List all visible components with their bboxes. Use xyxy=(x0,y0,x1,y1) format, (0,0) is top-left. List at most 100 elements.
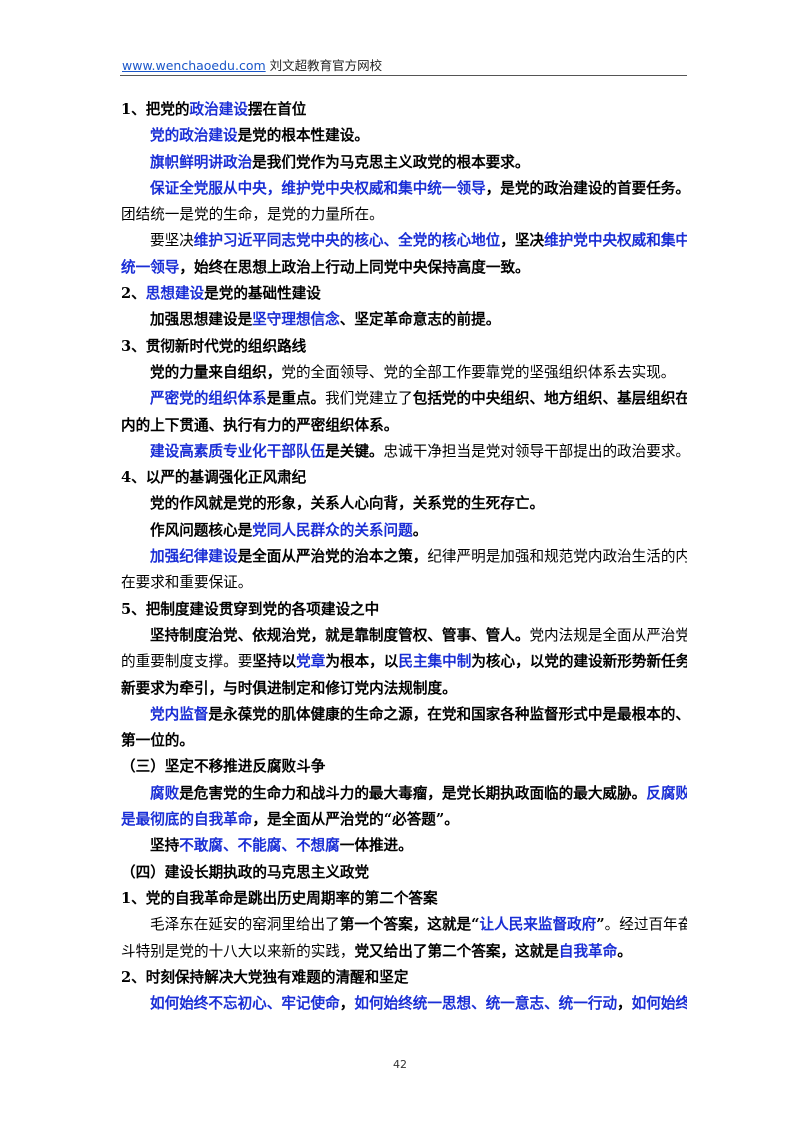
text-segment: 1、党的自我革命是跳出历史周期率的第二个答案 xyxy=(121,889,438,907)
highlight-text: 党同人民群众的关系问题 xyxy=(252,521,413,539)
highlight-text: 如何始终不忘初心、牢记使命 xyxy=(150,995,340,1013)
text-segment: ，是党的政治建设的首要任务。 xyxy=(485,179,687,197)
highlight-text: 反腐败 xyxy=(646,784,687,802)
text-segment: （四）建设长期执政的马克思主义政党 xyxy=(121,863,370,881)
text-segment: 党的全面领导、党的全部工作要靠党的坚强组织体系去实现。 xyxy=(281,363,676,381)
text-segment: 3、贯彻新时代党的组织路线 xyxy=(121,337,307,355)
text-segment: 坚持制度治党、依规治党，就是靠制度管权、管事、管人。 xyxy=(150,626,530,644)
text-segment: 包括党的中央组织、地方组织、基层组织在 xyxy=(412,390,687,408)
text-segment: 第一位的。 xyxy=(121,732,194,750)
text-segment: 忠诚干净担当是党对领导干部提出的政治要求。 xyxy=(383,442,687,460)
text-segment: 是党的根本性建设。 xyxy=(237,127,369,145)
highlight-text: 党的政治建设 xyxy=(150,127,238,145)
highlight-text: 党章 xyxy=(296,653,326,671)
text-segment: 党内法规是全面从严治党 xyxy=(529,626,687,644)
text-segment: 党的作风就是党的形象，关系人心向背，关系党的生死存亡。 xyxy=(150,495,545,513)
highlight-text: 坚守理想信念 xyxy=(252,311,340,329)
text-line: 严密党的组织体系是重点。我们党建立了包括党的中央组织、地方组织、基层组织在 xyxy=(121,386,687,412)
text-segment: 是党的基础性建设 xyxy=(204,285,321,303)
highlight-text: 统一领导 xyxy=(121,258,180,276)
text-segment: 为核心，以党的建设新形势新任务 xyxy=(471,653,687,671)
text-line: 保证全党服从中央，维护党中央权威和集中统一领导，是党的政治建设的首要任务。 xyxy=(121,176,687,202)
highlight-text: 自我革命 xyxy=(558,942,618,960)
text-segment: ” xyxy=(596,916,605,934)
text-line: 1、党的自我革命是跳出历史周期率的第二个答案 xyxy=(121,886,687,912)
text-segment: 团结统一是党的生命，是党的力量所在。 xyxy=(121,206,384,224)
text-segment: 4、以严的基调强化正风肃纪 xyxy=(121,469,307,487)
text-segment: ，坚决 xyxy=(500,232,545,250)
highlight-text: 让人民来监督政府 xyxy=(479,916,597,934)
text-line: 建设高素质专业化干部队伍是关键。忠诚干净担当是党对领导干部提出的政治要求。 xyxy=(121,439,687,465)
highlight-text: 思想建设 xyxy=(145,285,205,303)
text-line: 毛泽东在延安的窑洞里给出了第一个答案，这就是“让人民来监督政府”。经过百年奋 xyxy=(121,912,687,938)
text-segment: 1、把党的 xyxy=(121,101,190,118)
highlight-text: 是最彻底的自我革命 xyxy=(121,811,253,829)
text-segment: ， xyxy=(617,995,632,1013)
text-segment: 是危害党的生命力和战斗力的最大毒瘤，是党长期执政面临的最大威胁。 xyxy=(179,784,647,802)
site-name: 刘文超教育官方网校 xyxy=(269,58,383,73)
text-segment: 斗特别是党的十八大以来新的实践， xyxy=(121,942,355,960)
text-line: 5、把制度建设贯穿到党的各项建设之中 xyxy=(121,597,687,623)
text-segment: 是关键。 xyxy=(325,442,384,460)
text-segment: ， xyxy=(339,995,355,1013)
text-segment: 内的上下贯通、执行有力的严密组织体系。 xyxy=(121,416,399,434)
text-line: 加强思想建设是坚守理想信念、坚定革命意志的前提。 xyxy=(121,307,687,333)
text-segment: 坚持以 xyxy=(252,653,297,671)
text-line: 党的作风就是党的形象，关系人心向背，关系党的生死存亡。 xyxy=(121,491,687,517)
text-line: 是最彻底的自我革命，是全面从严治党的“必答题”。 xyxy=(121,807,687,833)
text-segment: 、坚定革命意志的前提。 xyxy=(339,311,501,329)
text-segment: 2、时刻保持解决大党独有难题的清醒和坚定 xyxy=(121,968,409,986)
text-line: 4、以严的基调强化正风肃纪 xyxy=(121,465,687,491)
text-segment: ，是全面从严治党的“必答题”。 xyxy=(252,811,459,829)
text-segment: 。 xyxy=(412,521,428,539)
text-line: 1、把党的政治建设摆在首位 xyxy=(121,97,687,123)
text-line: 党的政治建设是党的根本性建设。 xyxy=(121,123,687,149)
text-segment: 是全面从严治党的治本之策， xyxy=(237,548,428,566)
document-body: 1、把党的政治建设摆在首位党的政治建设是党的根本性建设。旗帜鲜明讲政治是我们党作… xyxy=(121,97,687,1017)
highlight-text: 维护习近平同志党中央的核心、全党的核心地位 xyxy=(193,232,501,250)
text-line: 2、时刻保持解决大党独有难题的清醒和坚定 xyxy=(121,965,687,991)
website-link[interactable]: www.wenchaoedu.com xyxy=(122,58,266,73)
text-segment: 作风问题核心是 xyxy=(150,521,253,539)
text-line: 腐败是危害党的生命力和战斗力的最大毒瘤，是党长期执政面临的最大威胁。反腐败 xyxy=(121,781,687,807)
text-segment: 党又给出了第二个答案，这就是 xyxy=(354,942,559,960)
text-segment: 为根本，以 xyxy=(325,653,399,671)
highlight-text: 政治建设 xyxy=(189,101,248,118)
text-line: 旗帜鲜明讲政治是我们党作为马克思主义政党的根本要求。 xyxy=(121,150,687,176)
text-line: 新要求为牵引，与时俱进制定和修订党内法规制度。 xyxy=(121,676,687,702)
text-line: 如何始终不忘初心、牢记使命，如何始终统一思想、统一意志、统一行动，如何始终 xyxy=(121,991,687,1017)
text-line: 在要求和重要保证。 xyxy=(121,570,687,596)
text-line: 3、贯彻新时代党的组织路线 xyxy=(121,334,687,360)
text-segment: 的重要制度支撑。要 xyxy=(121,653,253,671)
text-segment: 5、把制度建设贯穿到党的各项建设之中 xyxy=(121,600,380,618)
highlight-text: 旗帜鲜明讲政治 xyxy=(150,153,253,171)
text-segment: 是永葆党的肌体健康的生命之源，在党和国家各种监督形式中是最根本的、 xyxy=(208,705,687,723)
text-line: 第一位的。 xyxy=(121,728,687,754)
highlight-text: 加强纪律建设 xyxy=(150,548,238,566)
text-segment: 要坚决 xyxy=(150,232,194,250)
highlight-text: 保证全党服从中央，维护党中央权威和集中统一领导 xyxy=(150,179,486,197)
text-segment: 第一个答案，这就是“ xyxy=(339,916,480,934)
text-line: 党内监督是永葆党的肌体健康的生命之源，在党和国家各种监督形式中是最根本的、 xyxy=(121,702,687,728)
text-segment: ，始终在思想上政治上行动上同党中央保持高度一致。 xyxy=(179,258,530,276)
header-divider xyxy=(120,75,687,76)
text-line: 党的力量来自组织，党的全面领导、党的全部工作要靠党的坚强组织体系去实现。 xyxy=(121,360,687,386)
highlight-text: 腐败 xyxy=(150,784,180,802)
highlight-text: 党内监督 xyxy=(150,705,209,723)
text-line: 团结统一是党的生命，是党的力量所在。 xyxy=(121,202,687,228)
text-segment: 坚持 xyxy=(150,837,180,855)
highlight-text: 如何始终 xyxy=(631,995,687,1013)
text-segment: 是我们党作为马克思主义政党的根本要求。 xyxy=(252,153,530,171)
page-number: 42 xyxy=(393,1058,407,1071)
text-segment: 纪律严明是加强和规范党内政治生活的内 xyxy=(427,548,687,566)
highlight-text: 维护党中央权威和集中 xyxy=(544,232,687,250)
text-line: 斗特别是党的十八大以来新的实践，党又给出了第二个答案，这就是自我革命。 xyxy=(121,939,687,965)
text-segment: 一体推进。 xyxy=(339,837,413,855)
text-segment: 党的力量来自组织， xyxy=(150,363,282,381)
text-segment: （三）坚定不移推进反腐败斗争 xyxy=(121,758,326,776)
text-line: 坚持不敢腐、不能腐、不想腐一体推进。 xyxy=(121,833,687,859)
highlight-text: 严密党的组织体系 xyxy=(150,390,267,408)
text-line: 统一领导，始终在思想上政治上行动上同党中央保持高度一致。 xyxy=(121,255,687,281)
text-line: 加强纪律建设是全面从严治党的治本之策，纪律严明是加强和规范党内政治生活的内 xyxy=(121,544,687,570)
